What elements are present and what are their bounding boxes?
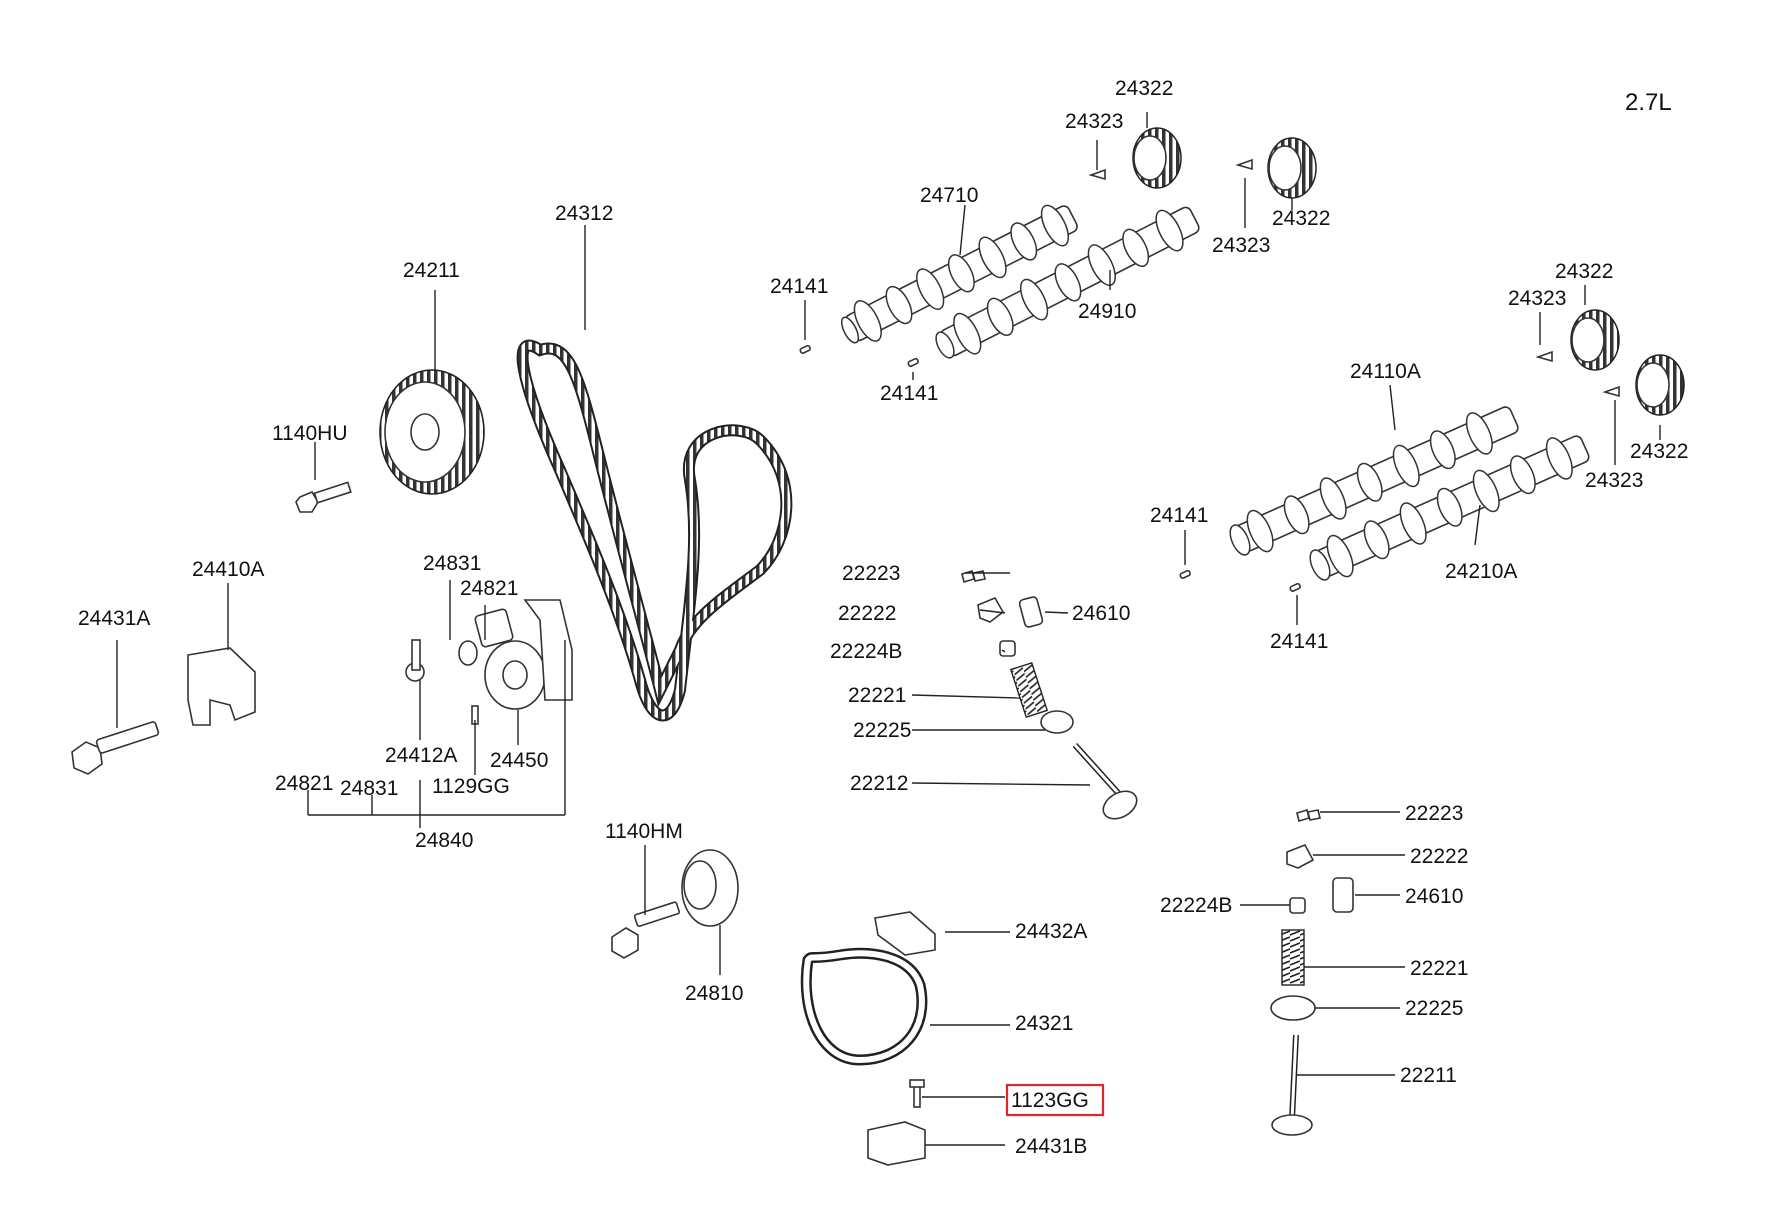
cam-sprocket-upper-2 [1267,137,1317,199]
bolt-1140HM [611,901,680,959]
bolt-1123GG [909,1079,925,1108]
bolt-24431A [71,721,160,775]
callout-label[interactable]: 24211 [403,259,460,282]
callout-label[interactable]: 1140HM [605,820,683,843]
callout-label[interactable]: 24321 [1015,1012,1073,1035]
callout-label[interactable]: 24210A [1445,560,1517,583]
valve-train-left [961,569,1138,820]
callout-label[interactable]: 24141 [880,382,938,405]
camshaft-upper-left [799,127,1317,367]
callout-label[interactable]: 24432A [1015,920,1087,943]
callout-label[interactable]: 24710 [920,184,978,207]
callout-label[interactable]: 24910 [1078,300,1136,323]
timing-belt [516,339,793,722]
highlight-box [1005,1083,1105,1117]
callout-label[interactable]: 24322 [1630,440,1688,463]
callout-label[interactable]: 24323 [1212,234,1270,257]
bracket-24410A [187,647,256,726]
idler-24810 [681,849,739,927]
callout-label[interactable]: 22223 [842,562,900,585]
cam-sprocket-right-1 [1570,309,1620,371]
valve-train-right [1270,808,1354,1136]
bolt-1140HU [295,481,352,513]
cam-sprocket-right-2 [1635,354,1685,416]
callout-label[interactable]: 24840 [415,829,473,852]
callout-label[interactable]: 24610 [1405,885,1463,908]
callout-label[interactable]: 24141 [770,275,828,298]
callout-label[interactable]: 24322 [1115,77,1173,100]
leader-lines [116,112,1661,1146]
callout-label[interactable]: 24323 [1508,287,1566,310]
callout-label[interactable]: 24141 [1270,630,1328,653]
callout-label[interactable]: 22225 [1405,997,1463,1020]
callout-label[interactable]: 1129GG [432,775,510,798]
crank-sprocket [379,369,485,495]
callout-label[interactable]: 24412A [385,744,457,767]
callout-label[interactable]: 1140HU [272,422,348,445]
callout-label[interactable]: 24610 [1072,602,1130,625]
callout-label[interactable]: 22223 [1405,802,1463,825]
callout-label[interactable]: 24322 [1555,260,1613,283]
callout-label[interactable]: 24110A [1350,360,1421,383]
callout-label[interactable]: 24821 [275,772,333,795]
callout-label[interactable]: 22224B [830,640,902,663]
engine-label: 2.7L [1625,89,1672,116]
callout-label[interactable]: 24312 [555,202,613,225]
callout-label[interactable]: 24323 [1065,110,1123,133]
callout-label[interactable]: 22211 [1400,1064,1457,1087]
timing-chain-24321 [800,947,928,1066]
callout-label[interactable]: 22222 [838,602,896,625]
callout-labels: 24322 24323 24710 24322 24323 24141 2491… [78,77,1688,1158]
callout-label[interactable]: 24431B [1015,1135,1087,1158]
callout-label[interactable]: 22221 [848,684,906,707]
guide-24432A [874,911,936,956]
callout-label[interactable]: 1123GG [1011,1089,1089,1112]
camshaft-right [1179,309,1685,592]
callout-label[interactable]: 24431A [78,607,150,630]
callout-label[interactable]: 22212 [850,772,908,795]
callout-label[interactable]: 22222 [1410,845,1468,868]
guide-24431B [867,1121,926,1166]
callout-label[interactable]: 24450 [490,749,548,772]
cam-sprocket-upper-1 [1132,127,1182,189]
tensioner-assembly [405,599,573,725]
callout-label[interactable]: 24322 [1272,207,1330,230]
callout-label[interactable]: 24810 [685,982,743,1005]
callout-label[interactable]: 24831 [340,777,398,800]
callout-label[interactable]: 24141 [1150,504,1208,527]
callout-label[interactable]: 24821 [460,577,518,600]
callout-label[interactable]: 24831 [423,552,481,575]
callout-label[interactable]: 24410A [192,558,264,581]
callout-label[interactable]: 22225 [853,719,911,742]
callout-label[interactable]: 24323 [1585,469,1643,492]
callout-label[interactable]: 22221 [1410,957,1468,980]
callout-label[interactable]: 22224B [1160,894,1232,917]
